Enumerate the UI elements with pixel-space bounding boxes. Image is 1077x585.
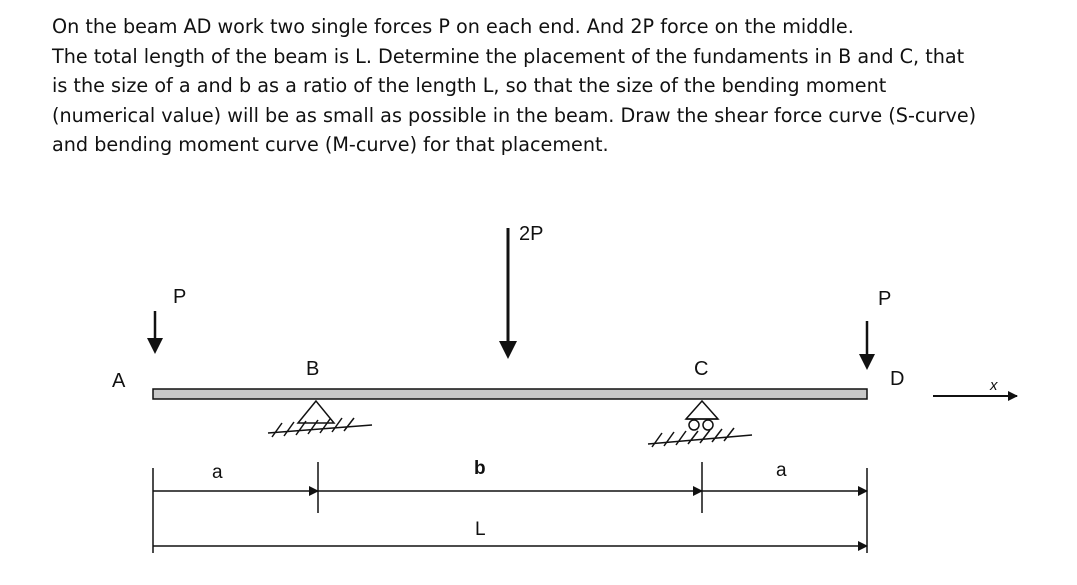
dimension-label-l: L: [475, 519, 486, 540]
force-right-label: P: [878, 288, 891, 310]
beam: [152, 388, 868, 400]
problem-line-2: The total length of the beam is L. Deter…: [52, 44, 965, 68]
force-left-arrow: [147, 311, 163, 354]
label-b: B: [306, 358, 319, 380]
problem-line-3: is the size of a and b as a ratio of the…: [52, 74, 887, 97]
support-b-pinned: [267, 399, 373, 438]
label-c: C: [694, 358, 708, 380]
force-middle-arrow: [499, 228, 517, 359]
problem-line-1: On the beam AD work two single forces P …: [52, 15, 854, 38]
dimension-label-a-right: a: [776, 460, 787, 481]
problem-statement: On the beam AD work two single forces P …: [52, 12, 1062, 160]
x-axis-label: x: [989, 377, 998, 394]
problem-line-5: and bending moment curve (M-curve) for t…: [52, 133, 609, 156]
extension-lines: [152, 462, 868, 553]
dimension-label-b: b: [474, 458, 486, 479]
support-c-roller: [647, 399, 753, 448]
force-right-arrow: [859, 321, 875, 370]
dimension-label-a-left: a: [212, 462, 223, 483]
problem-line-4: (numerical value) will be as small as po…: [52, 103, 977, 127]
force-left-label: P: [173, 286, 186, 308]
force-middle-label: 2P: [519, 223, 543, 245]
label-a: A: [112, 370, 126, 392]
label-d: D: [890, 368, 904, 390]
